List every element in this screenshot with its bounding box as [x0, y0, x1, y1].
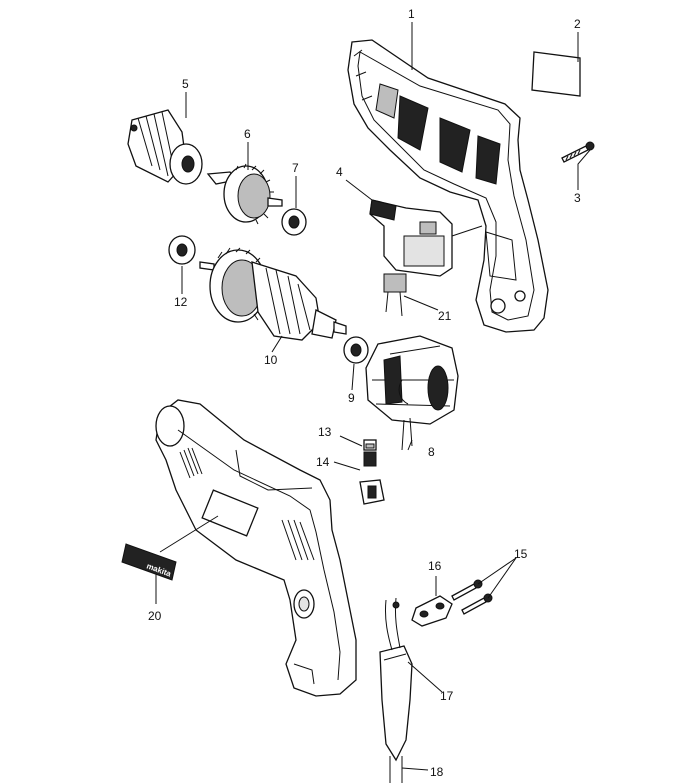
- part-5-chuck: [127, 109, 203, 185]
- callout-8: 8: [428, 445, 435, 459]
- callout-labels: 1 2 3 4 5 6 7 8 9 10 12 13 14 15 16 17 1…: [148, 7, 581, 779]
- part-16-cord-clamp: [411, 595, 453, 627]
- part-2-label: [531, 51, 581, 97]
- callout-15: 15: [514, 547, 528, 561]
- callout-14: 14: [316, 455, 330, 469]
- callout-9: 9: [348, 391, 355, 405]
- part-1-housing-half: [347, 39, 549, 333]
- callout-20: 20: [148, 609, 162, 623]
- part-15-screws: [451, 579, 493, 615]
- part-9-bearing: [343, 336, 369, 364]
- callout-2: 2: [574, 17, 581, 31]
- callout-17: 17: [440, 689, 454, 703]
- callout-4: 4: [336, 165, 343, 179]
- callout-12: 12: [174, 295, 188, 309]
- part-10-armature: [199, 247, 347, 341]
- part-17-strain-relief: [379, 645, 413, 762]
- callout-5: 5: [182, 77, 189, 91]
- part-13-brush-holder: [363, 439, 377, 467]
- callout-18: 18: [430, 765, 444, 779]
- part-18-cord: [385, 597, 403, 783]
- part-7-bearing: [281, 208, 307, 236]
- callout-1: 1: [408, 7, 415, 21]
- callout-10: 10: [264, 353, 278, 367]
- part-14-carbon-brush: [359, 479, 385, 505]
- part-4-switch: [369, 199, 483, 277]
- part-8-field: [365, 335, 459, 451]
- callout-7: 7: [292, 161, 299, 175]
- part-6-spindle-gear: [206, 163, 283, 225]
- part-20-nameplate: makita: [121, 543, 177, 581]
- part-21-capacitor: [383, 273, 407, 317]
- part-3-screw: [561, 141, 595, 163]
- callout-16: 16: [428, 559, 442, 573]
- leader-lines: [155, 22, 591, 771]
- part-12-bearing: [168, 235, 196, 265]
- callout-13: 13: [318, 425, 332, 439]
- part-20-housing-left: [155, 399, 357, 697]
- callout-3: 3: [574, 191, 581, 205]
- callout-21: 21: [438, 309, 452, 323]
- callout-6: 6: [244, 127, 251, 141]
